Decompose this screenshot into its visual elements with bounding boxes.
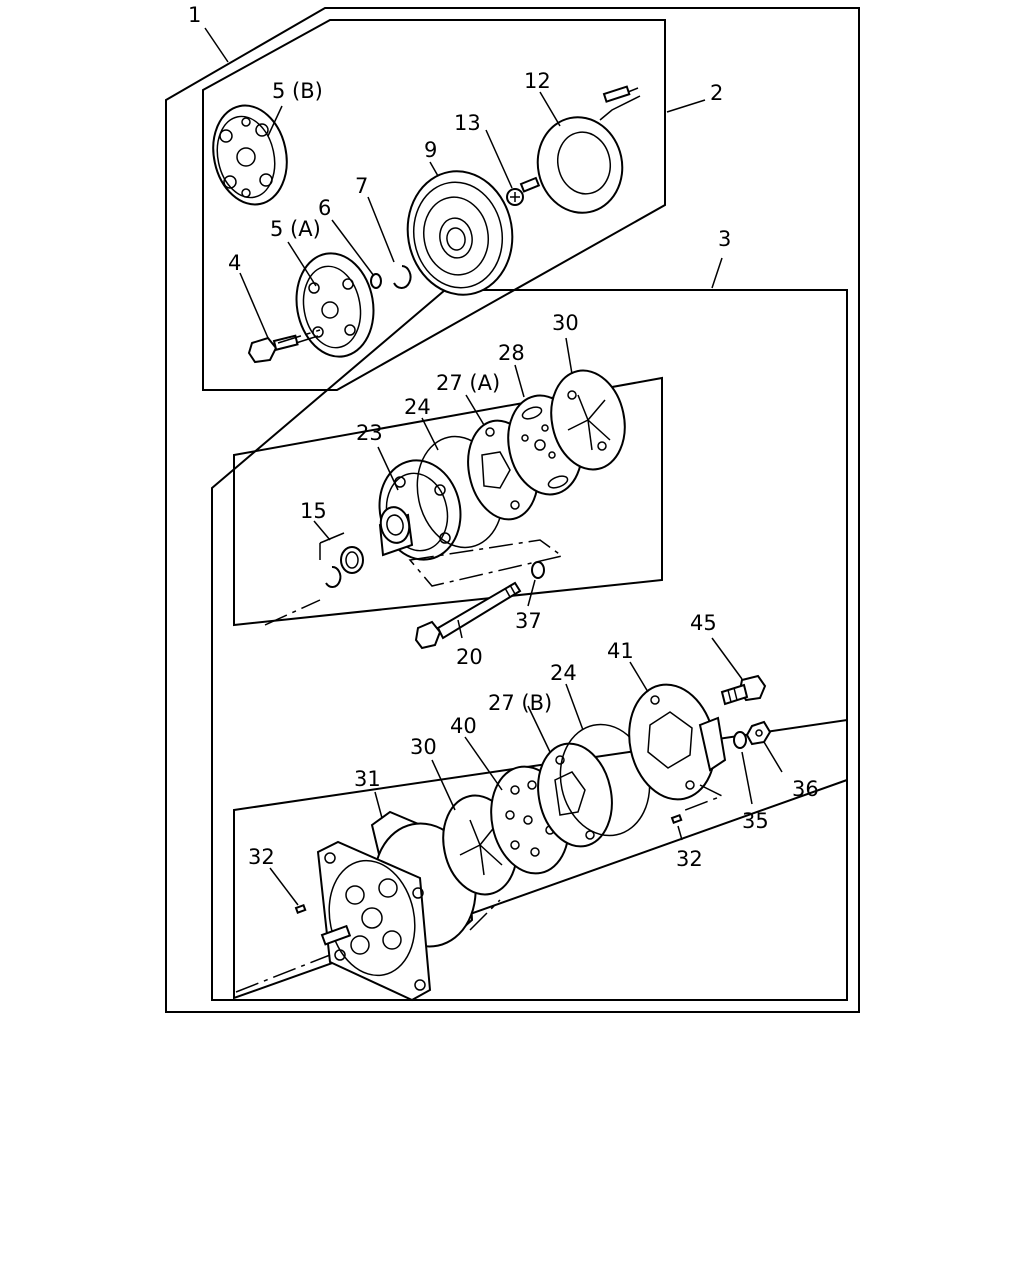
- armature-plate-5b: [212, 104, 288, 206]
- callout-45: 45: [690, 611, 717, 635]
- screw-13: [506, 176, 541, 206]
- callout-36: 36: [792, 777, 819, 801]
- front-head-23: [378, 459, 462, 561]
- callout-37: 37: [515, 609, 542, 633]
- clutch-group-frame: [202, 19, 666, 391]
- callout-41: 41: [607, 639, 634, 663]
- callout-2: 2: [710, 81, 723, 105]
- callout-20: 20: [456, 645, 483, 669]
- callout-9: 9: [424, 138, 437, 162]
- callout-3: 3: [718, 227, 731, 251]
- callout-28: 28: [498, 341, 525, 365]
- callout-27a: 27 (A): [436, 371, 500, 395]
- callout-31: 31: [354, 767, 381, 791]
- reed-valve-30-upper: [550, 369, 626, 471]
- bolt-45: [720, 674, 767, 706]
- gasket-27b: [537, 742, 613, 848]
- callout-5b: 5 (B): [272, 79, 323, 103]
- callout-30-lower: 30: [410, 735, 437, 759]
- callout-23: 23: [356, 421, 383, 445]
- bolt-4: [247, 334, 319, 364]
- field-coil-12: [536, 85, 641, 214]
- rear-head-41: [628, 683, 727, 801]
- callout-24-lower: 24: [550, 661, 577, 685]
- snap-ring-7: [393, 265, 412, 289]
- callout-7: 7: [355, 174, 368, 198]
- callout-32-left: 32: [248, 845, 275, 869]
- pulley-9: [406, 170, 514, 296]
- callout-12: 12: [524, 69, 551, 93]
- hub-plate-5a: [295, 252, 375, 358]
- callout-5a: 5 (A): [270, 217, 321, 241]
- shaft-seal-15: [319, 532, 364, 588]
- callout-15: 15: [300, 499, 327, 523]
- callout-30-upper: 30: [552, 311, 579, 335]
- assembly-axis-lines: [235, 329, 724, 993]
- leader-lines: [204, 27, 783, 906]
- callout-32-right: 32: [676, 847, 703, 871]
- callout-27b: 27 (B): [488, 691, 552, 715]
- washer-6: [370, 273, 382, 289]
- outer-assembly-frame: [165, 7, 860, 1013]
- callout-24-upper: 24: [404, 395, 431, 419]
- compressor-group-frame: [211, 289, 848, 1001]
- callout-35: 35: [742, 809, 769, 833]
- callout-40: 40: [450, 714, 477, 738]
- dowel-pin-32-left: [294, 903, 307, 914]
- dowel-pin-32-right: [670, 813, 683, 824]
- callout-13: 13: [454, 111, 481, 135]
- callout-1: 1: [188, 3, 201, 27]
- o-ring-37: [531, 561, 545, 579]
- callout-6: 6: [318, 196, 331, 220]
- callout-labels: 1 2 3 4 5 (B) 5 (A) 6 7 9 12 13 15 20 23…: [188, 3, 819, 871]
- callout-4: 4: [228, 251, 241, 275]
- through-bolt-20: [414, 581, 522, 650]
- nut-36: [745, 720, 772, 746]
- o-ring-35: [733, 731, 747, 749]
